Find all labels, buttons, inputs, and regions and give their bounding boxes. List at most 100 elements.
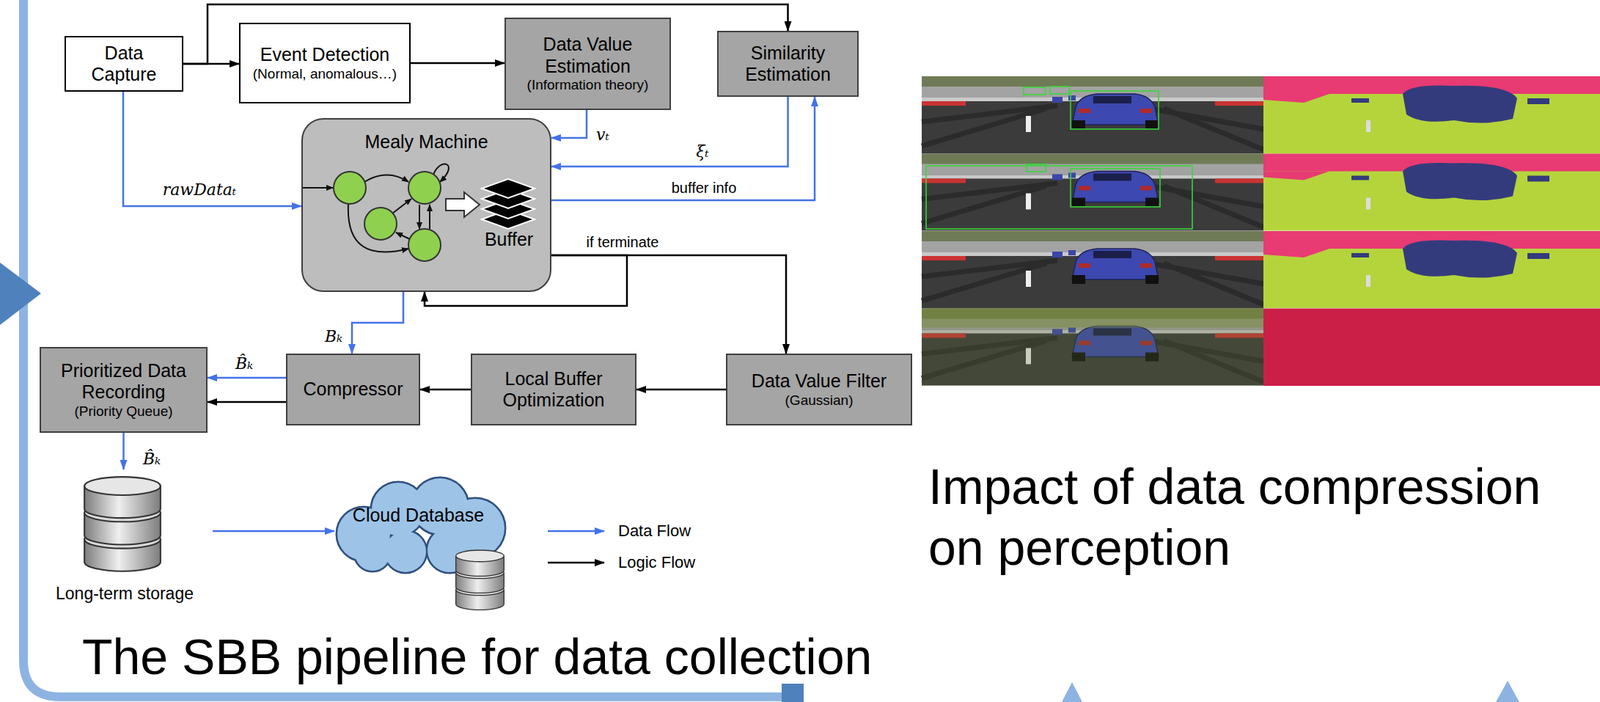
- circle-shape: [364, 207, 397, 240]
- data-flow-arrow: [551, 109, 587, 138]
- legend-text: Logic Flow: [618, 552, 696, 572]
- process-box: Data Capture: [64, 35, 184, 92]
- use-shape: [921, 76, 1264, 154]
- g-shape: [481, 178, 535, 229]
- path-shape: [302, 186, 333, 189]
- edge-label: rawDataₜ: [161, 180, 239, 199]
- node-title: Prioritized Data Recording: [46, 360, 201, 404]
- node-note: (Information theory): [527, 76, 649, 94]
- figure-heading: Impact of data compression on perception: [928, 456, 1574, 578]
- edge-label: B̂ₖ: [233, 354, 255, 373]
- path-shape: [364, 175, 409, 183]
- cloud-node: Cloud Database: [328, 476, 509, 574]
- logic-flow-arrow: [420, 388, 471, 391]
- path-shape: [392, 198, 412, 214]
- data-flow-arrow: [123, 91, 302, 207]
- rect-shape: [1050, 86, 1070, 94]
- path-shape: [348, 203, 409, 253]
- circle-shape: [384, 530, 427, 572]
- rect-shape: [1023, 87, 1046, 95]
- process-box: Similarity Estimation: [717, 30, 859, 97]
- node-title: Compressor: [302, 378, 403, 401]
- circle-shape: [354, 535, 391, 571]
- legend-sample: [547, 530, 605, 533]
- node-title: Data Value Estimation: [511, 33, 664, 77]
- node-title: Similarity Estimation: [724, 42, 852, 86]
- circle-shape: [333, 171, 366, 204]
- node-title: Data Value Filter: [751, 370, 887, 393]
- node-note: (Priority Queue): [74, 403, 173, 420]
- rect-shape: [921, 308, 1264, 328]
- use-shape: [1263, 230, 1600, 308]
- node-note: (Gaussian): [785, 392, 854, 409]
- edge-label: if terminate: [585, 233, 661, 251]
- node-title: Event Detection: [260, 43, 391, 66]
- edge-label: ξₜ: [694, 142, 711, 161]
- data-flow-arrow: [351, 291, 404, 354]
- node-title: Data Capture: [71, 42, 176, 86]
- process-box: Compressor: [285, 353, 421, 426]
- logic-flow-arrow: [410, 62, 505, 65]
- use-shape: [84, 476, 161, 572]
- logic-flow-arrow: [551, 255, 787, 354]
- process-box: Data Value Filter(Gaussian): [725, 353, 913, 426]
- data-flow-arrow: [207, 376, 286, 380]
- node-title: Cloud Database: [352, 504, 484, 527]
- node-title: Local Buffer Optimization: [478, 368, 630, 412]
- storage-node: Long-term storage: [36, 469, 213, 605]
- edge-label: buffer info: [670, 179, 739, 197]
- logic-flow-arrow: [636, 388, 726, 391]
- data-flow-arrow: [212, 530, 335, 533]
- process-box: Prioritized Data Recording(Priority Queu…: [39, 346, 208, 433]
- logic-flow-arrow: [207, 401, 286, 404]
- part-label: Buffer: [484, 228, 534, 251]
- use-shape: [921, 230, 1264, 308]
- rect-shape: [1070, 90, 1159, 130]
- g-shape: [926, 86, 1193, 229]
- path-shape: [428, 204, 431, 229]
- panel-border: [23, 0, 800, 697]
- panel-marker: [1061, 681, 1083, 702]
- edge-label: vₜ: [594, 125, 611, 144]
- use-shape: [921, 153, 1264, 231]
- node-note: (Normal, anomalous…): [252, 65, 397, 83]
- node-title: Long-term storage: [55, 583, 194, 604]
- polygon-shape: [481, 178, 535, 198]
- edge-label: B̂ₖ: [141, 449, 163, 468]
- rect-shape: [1070, 168, 1161, 207]
- caption: The SBB pipeline for data collection: [82, 629, 872, 685]
- rect-shape: [926, 165, 1193, 229]
- legend-sample: [547, 561, 605, 564]
- data-flow-arrow: [122, 432, 125, 470]
- data-flow-arrow: [551, 96, 815, 201]
- node-title: Mealy Machine: [364, 131, 488, 154]
- path-shape: [418, 204, 421, 229]
- use-shape: [456, 549, 505, 610]
- state-machine-box: Mealy Machine: [301, 118, 552, 292]
- circle-shape: [354, 535, 391, 571]
- panel-marker: [781, 683, 804, 702]
- rect-shape: [921, 308, 1264, 387]
- circle-shape: [408, 171, 441, 204]
- rect-shape: [1026, 164, 1046, 172]
- panel-marker: [1495, 680, 1520, 702]
- use-shape: [921, 308, 1264, 386]
- circle-shape: [384, 530, 427, 572]
- panel-marker: [0, 262, 42, 325]
- perception-images: [921, 76, 1600, 386]
- process-box: Data Value Estimation(Information theory…: [504, 17, 671, 110]
- process-box: Event Detection(Normal, anomalous…): [239, 22, 411, 104]
- polygon-shape: [445, 192, 480, 218]
- edge-label: Bₖ: [323, 327, 344, 346]
- rect-shape: [1263, 308, 1600, 387]
- use-shape: [1263, 76, 1600, 154]
- legend-text: Data Flow: [618, 521, 691, 541]
- database-icon: [76, 474, 169, 577]
- use-shape: [1263, 153, 1600, 231]
- circle-shape: [408, 228, 441, 262]
- process-box: Local Buffer Optimization: [470, 353, 637, 426]
- g-shape: [333, 171, 441, 262]
